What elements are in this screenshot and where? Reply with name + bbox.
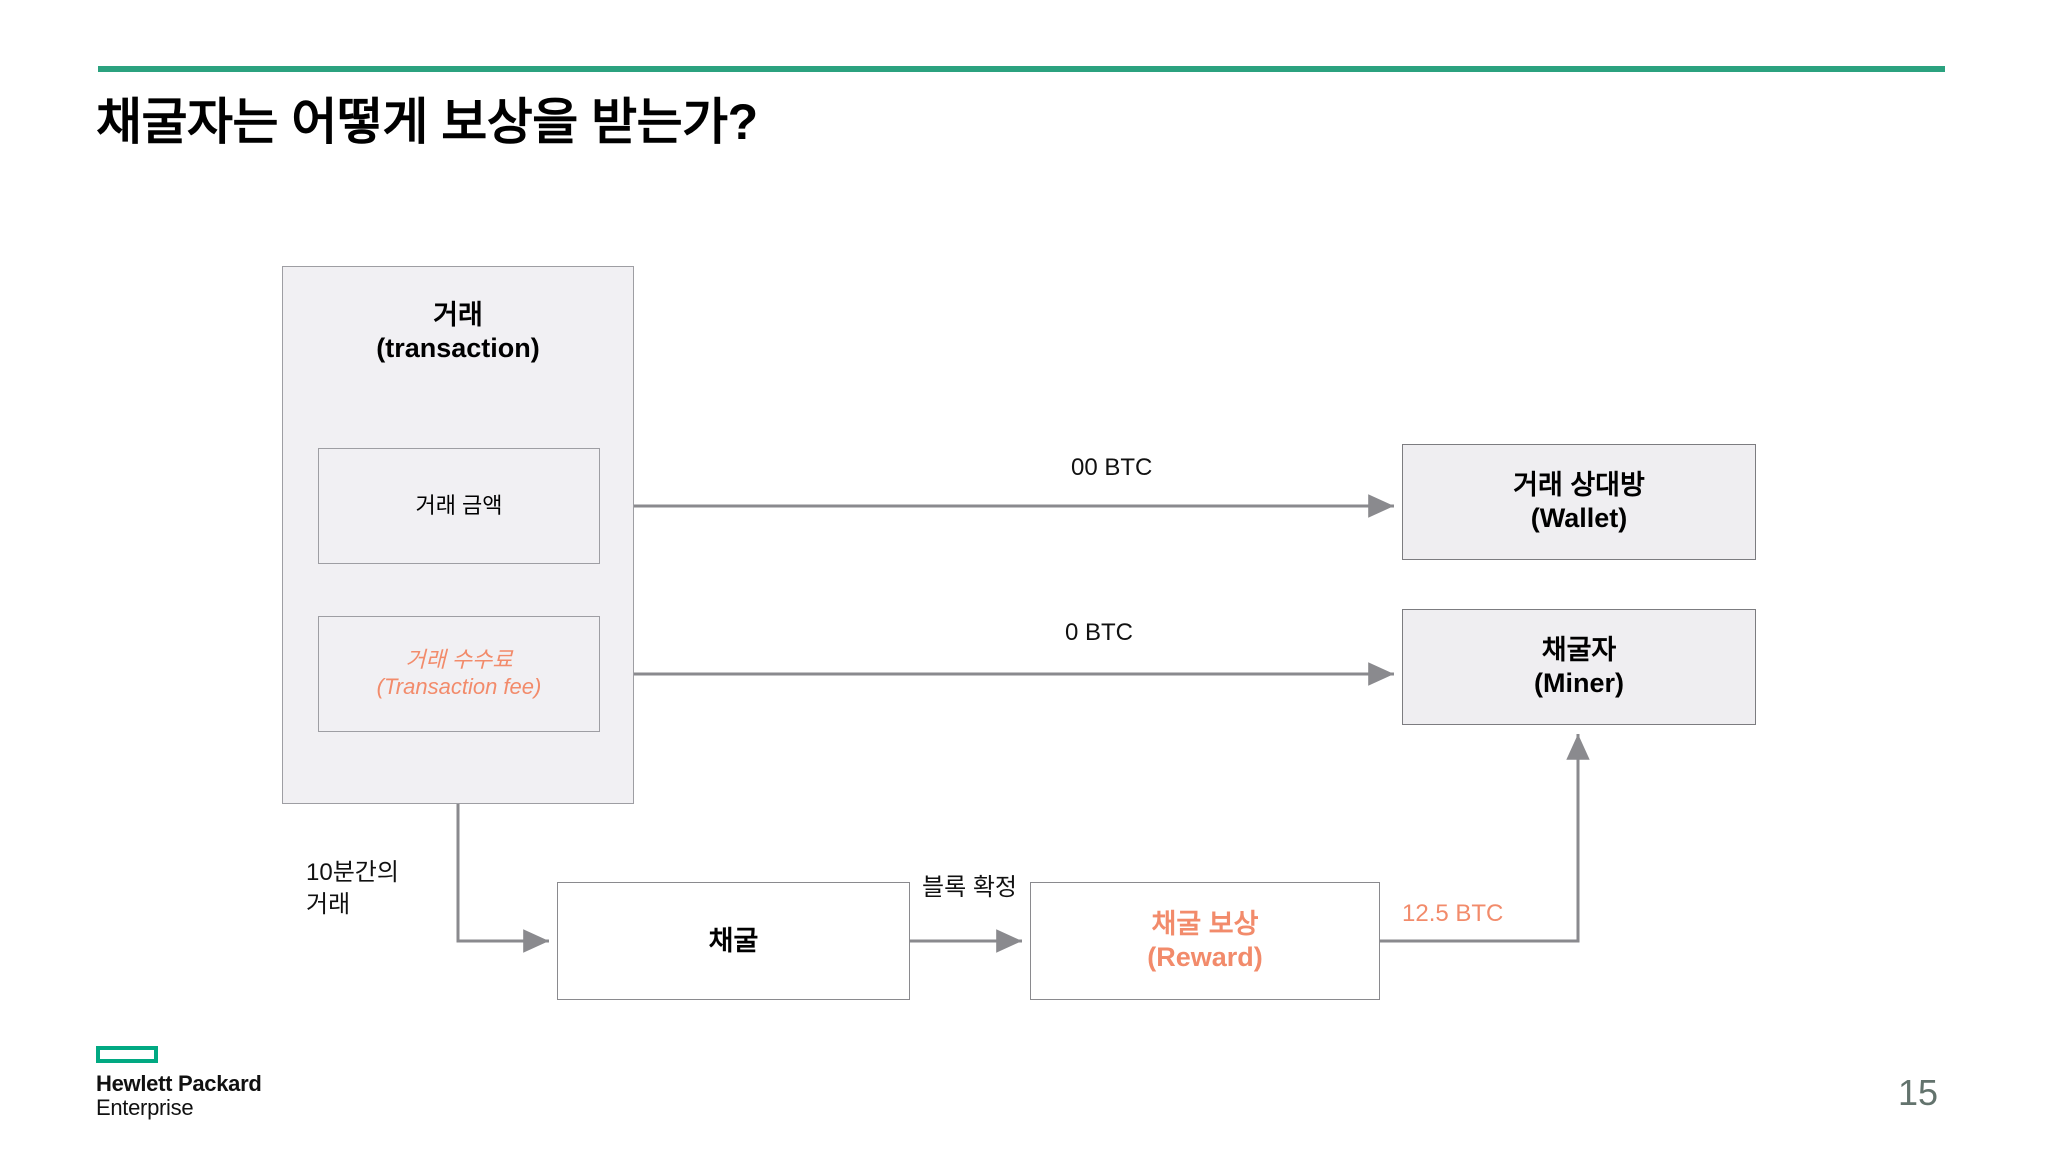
hpe-logo: Hewlett Packard Enterprise: [96, 1046, 286, 1122]
node-mining[interactable]: 채굴: [557, 882, 910, 1000]
node-reward-label: 채굴 보상 (Reward): [1147, 909, 1263, 972]
node-transaction-label: 거래 (transaction): [376, 300, 540, 363]
node-wallet[interactable]: 거래 상대방 (Wallet): [1402, 444, 1756, 560]
edge-label-amount-to-wallet: 00 BTC: [1071, 454, 1153, 481]
hpe-logo-line1: Hewlett Packard: [96, 1071, 262, 1096]
edge-label-fee-to-miner: 0 BTC: [1065, 619, 1134, 646]
hpe-logo-line2: Enterprise: [96, 1095, 194, 1121]
edge-label-reward-to-miner: 12.5 BTC: [1402, 900, 1504, 927]
node-transaction-amount-label: 거래 금액: [415, 492, 503, 518]
node-wallet-label: 거래 상대방 (Wallet): [1513, 470, 1645, 533]
node-transaction-fee[interactable]: 거래 수수료 (Transaction fee): [318, 616, 600, 732]
edge-label-transaction-to-mining: 10분간의 거래: [306, 859, 399, 919]
node-miner[interactable]: 채굴자 (Miner): [1402, 609, 1756, 725]
title-accent-rule: [98, 66, 1945, 72]
node-miner-label: 채굴자 (Miner): [1534, 635, 1624, 698]
node-reward[interactable]: 채굴 보상 (Reward): [1030, 882, 1380, 1000]
page-title: 채굴자는 어떻게 보상을 받는가?: [96, 94, 758, 150]
page-number: 15: [1898, 1072, 1939, 1113]
node-transaction-fee-label: 거래 수수료 (Transaction fee): [376, 647, 542, 699]
hpe-mark-icon: [96, 1046, 158, 1063]
node-transaction-amount[interactable]: 거래 금액: [318, 448, 600, 564]
node-mining-label: 채굴: [708, 925, 759, 956]
edge-label-mining-to-reward: 블록 확정: [922, 874, 1017, 901]
